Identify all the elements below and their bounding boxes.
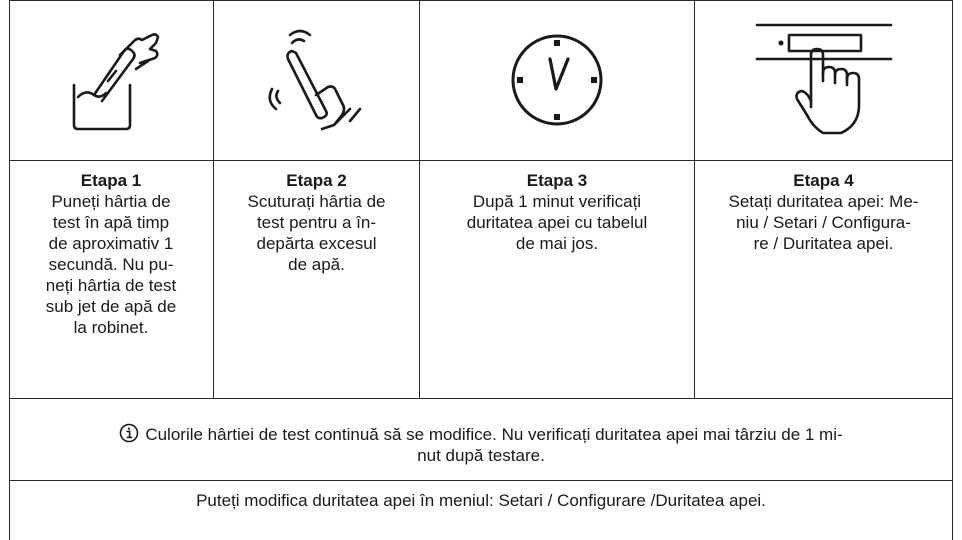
finger-pressing-panel-icon [755, 23, 892, 135]
note-line-2: nut după testare. [417, 446, 545, 465]
column-divider-3 [694, 0, 695, 398]
step-1-line-7: la robinet. [73, 318, 149, 337]
step-1-line-1: Puneți hârtia de [51, 192, 171, 211]
footer-text: Puteți modifica duritatea apei în meniul… [196, 491, 766, 510]
table-border-right [952, 0, 953, 540]
step-2-line-1: Scuturați hârtia de [247, 192, 386, 211]
note-text: Culorile hârtiei de test continuă să se … [29, 423, 933, 466]
step-4-icon-cell [695, 0, 952, 160]
hand-shaking-strip-icon [267, 29, 361, 131]
column-divider-2 [419, 0, 420, 398]
hand-dipping-strip-icon [72, 33, 160, 131]
step-1-text: Etapa 1 Puneți hârtia de test în apă tim… [9, 170, 213, 338]
step-3-line-2: duritatea apei cu tabelul [466, 213, 648, 232]
step-3-text: Etapa 3 După 1 minut verificați duritate… [420, 170, 694, 254]
step-1-line-5: neți hârtia de test [45, 276, 177, 295]
table-divider-steps [9, 398, 953, 399]
step-3-title: Etapa 3 [526, 171, 588, 190]
table-border-top [9, 0, 953, 1]
table-border-left [9, 0, 10, 540]
clock-icon [511, 34, 603, 126]
step-3-line-1: După 1 minut verificați [472, 192, 642, 211]
note-line-1: Culorile hârtiei de test continuă să se … [145, 425, 843, 444]
step-2-line-2: test pentru a în- [256, 213, 377, 232]
step-4-line-2: niu / Setari / Configura- [736, 213, 911, 232]
step-1-title: Etapa 1 [80, 171, 142, 190]
step-2-icon-cell [214, 0, 419, 160]
step-1-line-4: secundă. Nu pu- [48, 255, 174, 274]
step-1-line-3: de aproximativ 1 [48, 234, 174, 253]
step-2-line-4: de apă. [288, 255, 345, 274]
step-1-line-2: test în apă timp [52, 213, 170, 232]
step-4-text: Etapa 4 Setați duritatea apei: Me- niu /… [695, 170, 952, 254]
instruction-table: Etapa 1 Puneți hârtia de test în apă tim… [9, 0, 953, 540]
note-row: Culorile hârtiei de test continuă să se … [9, 415, 953, 480]
step-2-line-3: depărta excesul [256, 234, 377, 253]
step-3-line-3: de mai jos. [515, 234, 599, 253]
step-2-text: Etapa 2 Scuturați hârtia de test pentru … [214, 170, 419, 275]
column-divider-1 [213, 0, 214, 398]
step-1-icon-cell [9, 0, 213, 160]
step-2-title: Etapa 2 [286, 171, 347, 190]
step-1-line-6: sub jet de apă de [45, 297, 177, 316]
table-divider-note [9, 480, 953, 481]
step-3-icon-cell [420, 0, 694, 160]
info-icon [120, 423, 139, 443]
table-divider-icons [9, 160, 953, 161]
step-4-title: Etapa 4 [793, 171, 854, 190]
step-4-line-1: Setați duritatea apei: Me- [728, 192, 919, 211]
step-4-line-3: re / Duritatea apei. [753, 234, 894, 253]
